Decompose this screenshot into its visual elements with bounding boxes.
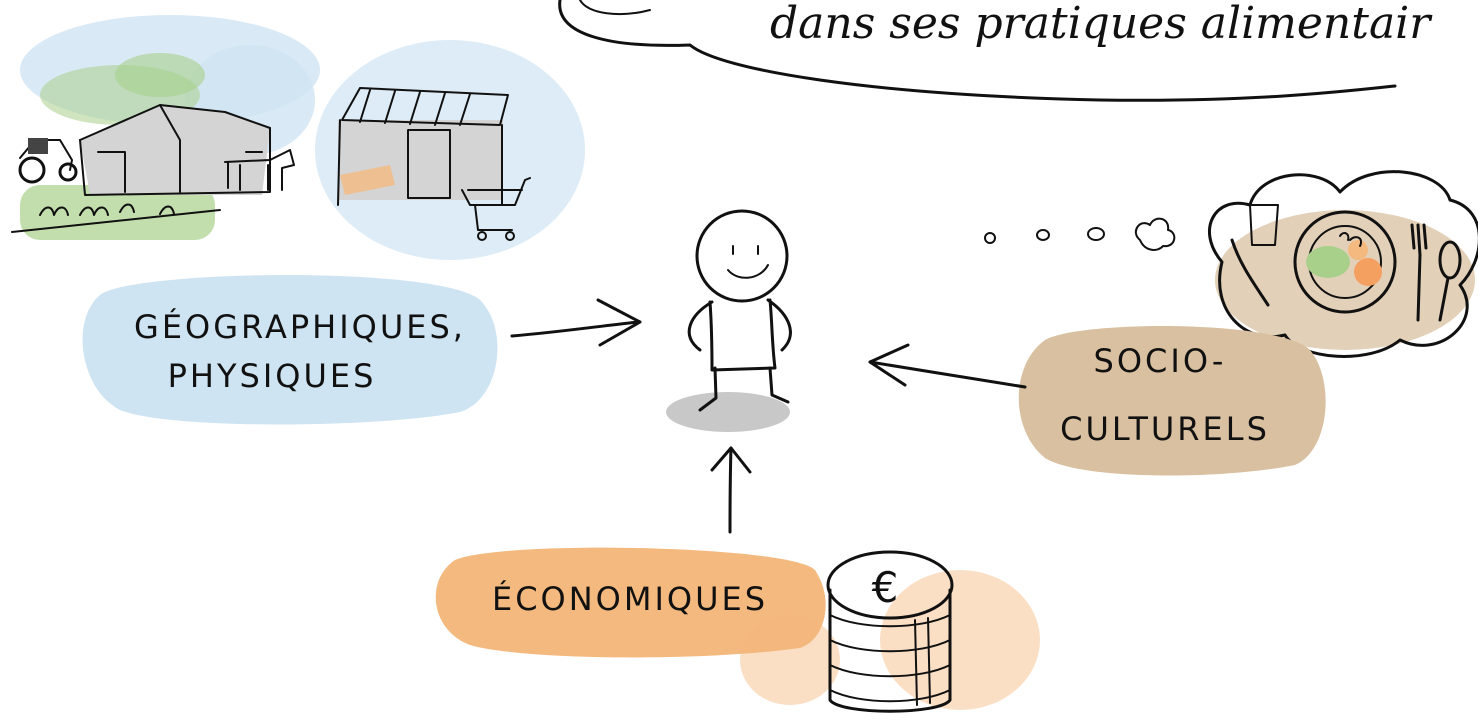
shop-scene xyxy=(315,40,585,260)
meal-plate-icon xyxy=(1230,204,1462,322)
farm-scene xyxy=(11,15,320,240)
arrow-economic xyxy=(710,446,752,534)
speech-bubble: dans ses pratiques alimentair xyxy=(558,0,1433,102)
socio-label-line2: CULTURELS xyxy=(1060,410,1270,448)
euro-symbol: € xyxy=(872,563,899,612)
person-icon xyxy=(666,209,792,432)
geographic-label-line1: GÉOGRAPHIQUES, xyxy=(134,308,466,346)
geographic-factor: GÉOGRAPHIQUES, PHYSIQUES xyxy=(82,275,498,425)
coin-stack-icon: € xyxy=(740,550,1040,713)
cow-icon xyxy=(224,149,295,191)
economic-label: ÉCONOMIQUES xyxy=(492,580,768,618)
speech-bubble-text: dans ses pratiques alimentair xyxy=(770,0,1433,49)
socio-label-line1: SOCIO- xyxy=(1094,342,1227,380)
cart-icon xyxy=(461,177,531,241)
thought-cloud-icon xyxy=(984,170,1478,358)
economic-factor: ÉCONOMIQUES xyxy=(435,547,826,658)
socio-factor: SOCIO- CULTURELS xyxy=(1018,326,1326,476)
tractor-icon xyxy=(18,138,78,184)
arrow-geographic xyxy=(510,298,642,347)
arrow-socio xyxy=(868,343,1027,389)
shop-icon xyxy=(337,87,509,206)
geographic-label-line2: PHYSIQUES xyxy=(168,357,377,395)
